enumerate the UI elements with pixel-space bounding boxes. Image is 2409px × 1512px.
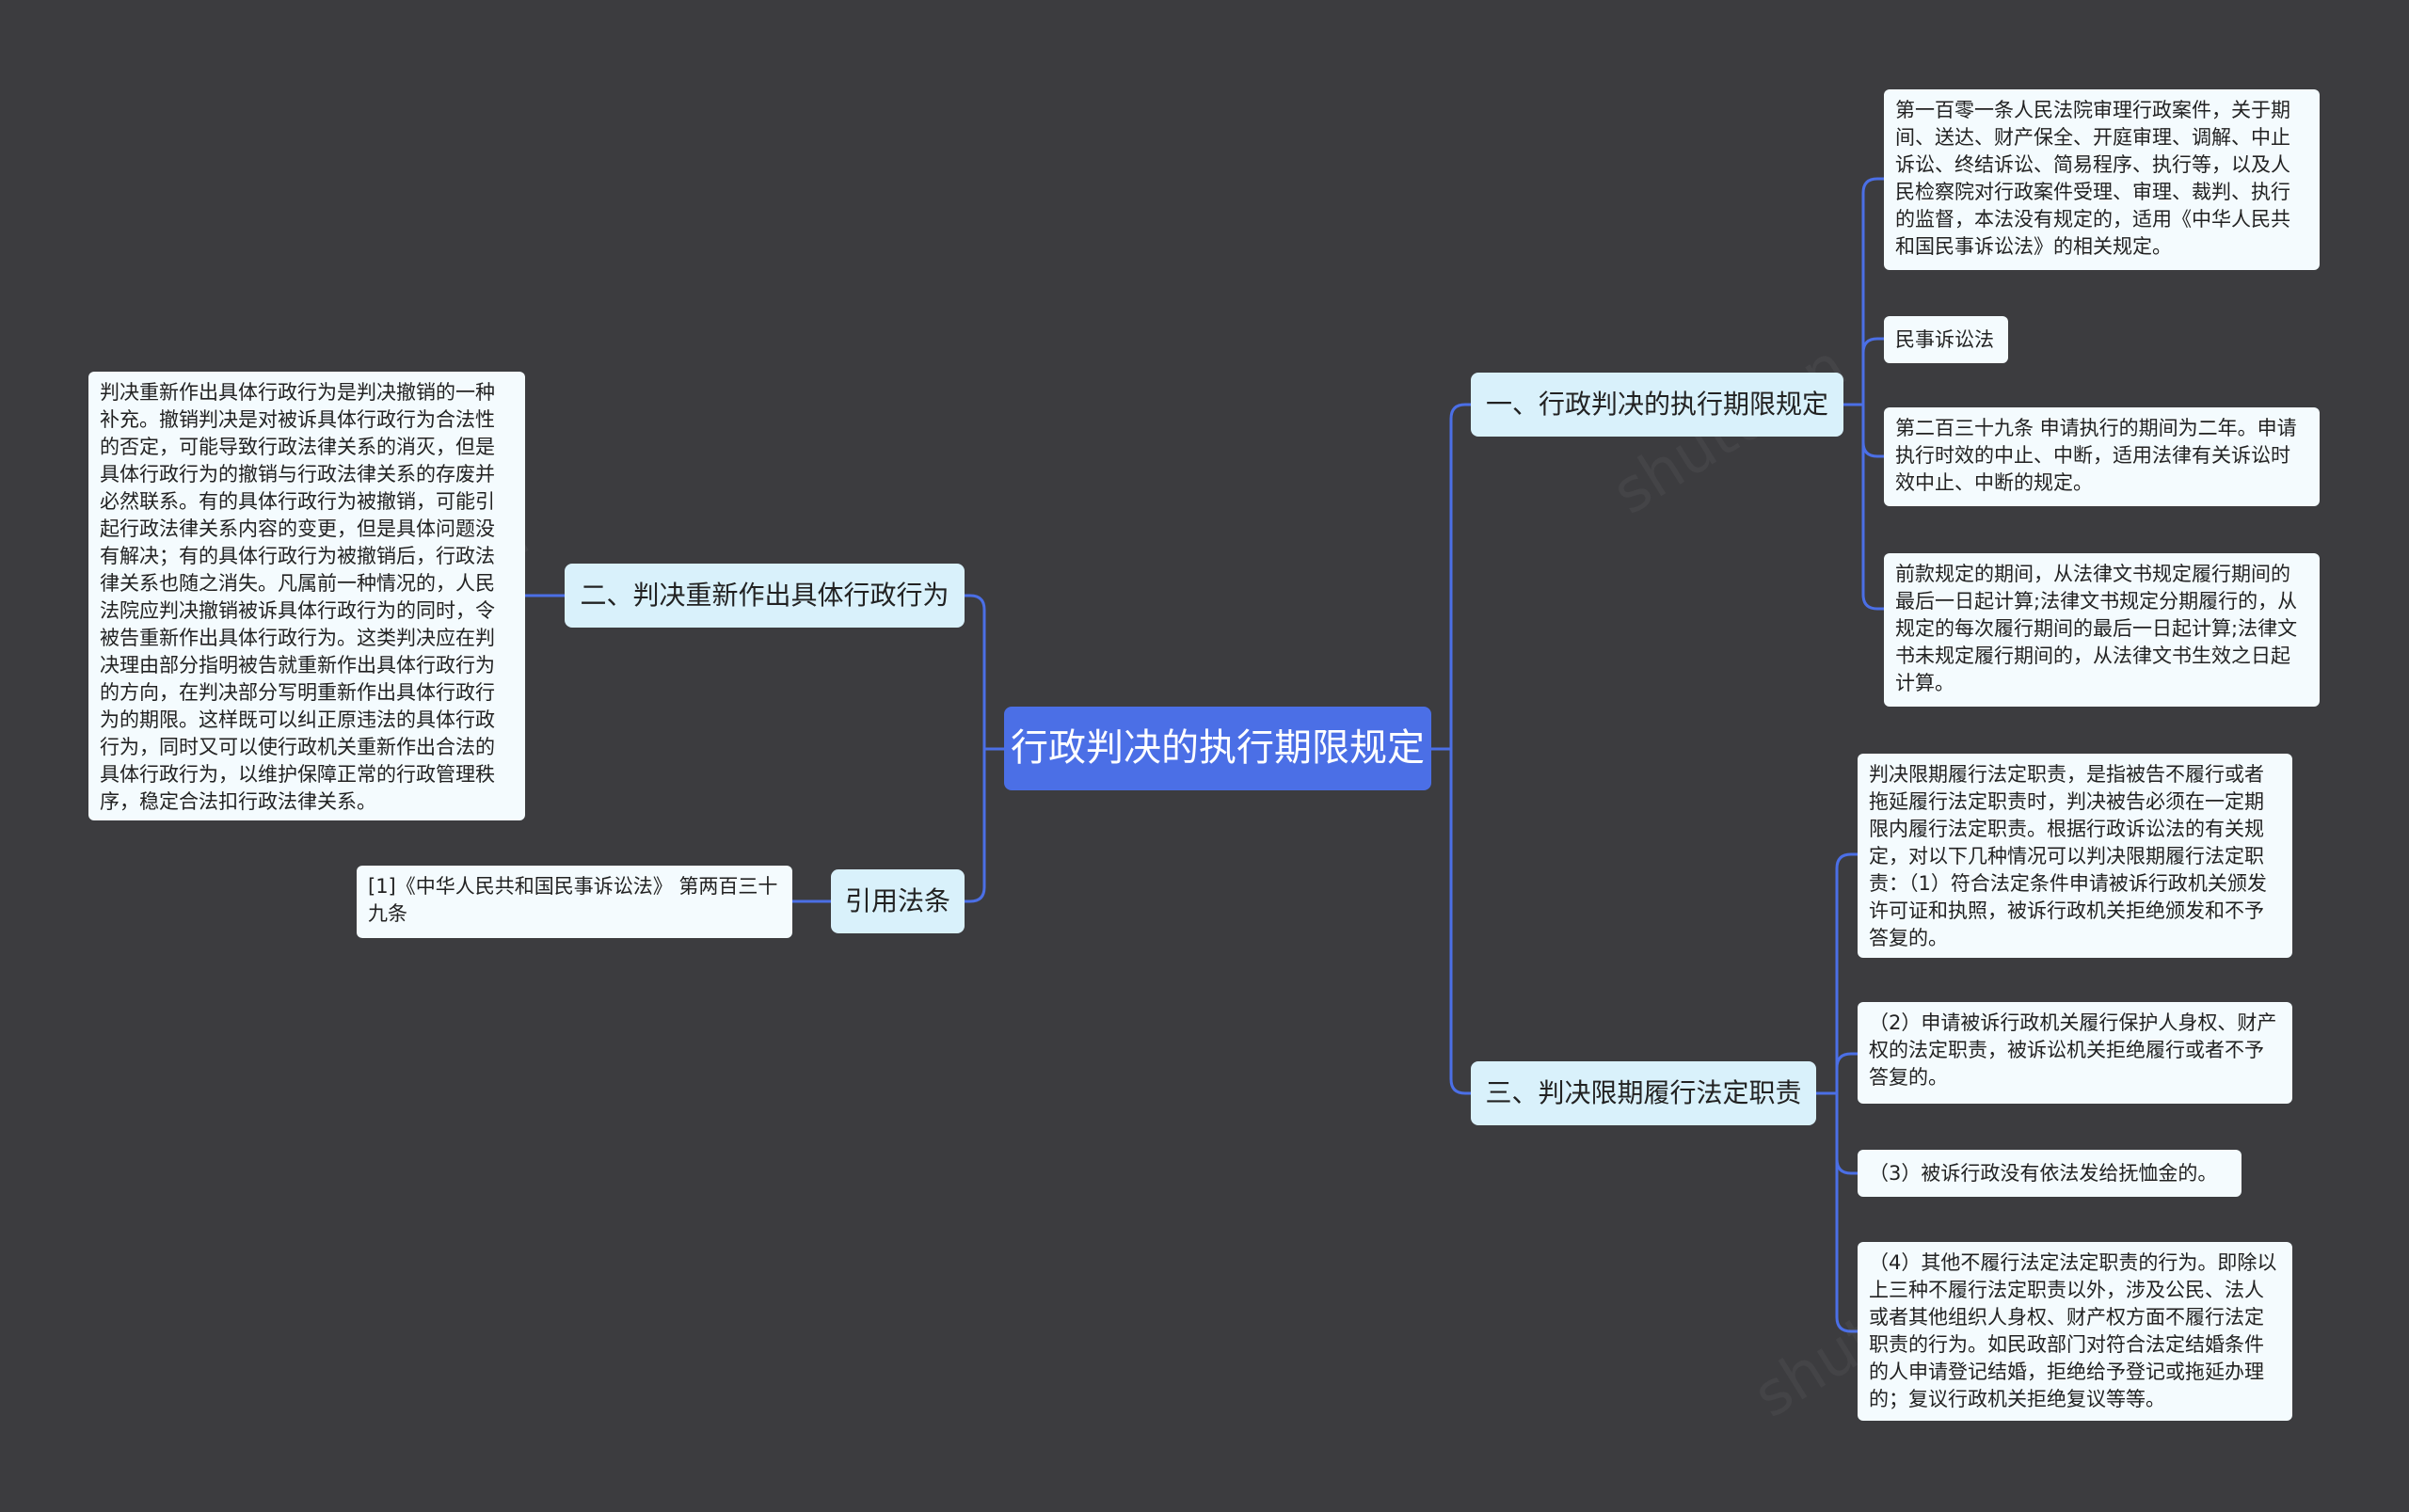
leaf-period-calculation[interactable]: 前款规定的期间，从法律文书规定履行期间的最后一日起计算;法律文书规定分期履行的，… bbox=[1884, 553, 2320, 707]
leaf-citation[interactable]: [1]《中华人民共和国民事诉讼法》 第两百三十九条 bbox=[357, 866, 792, 938]
link-root-b1 bbox=[1431, 403, 1471, 751]
root-topic-label: 行政判决的执行期限规定 bbox=[1011, 726, 1425, 770]
leaf-text: 民事诉讼法 bbox=[1895, 328, 1994, 351]
leaf-redo-explanation[interactable]: 判决重新作出具体行政行为是判决撤销的一种补充。撤销判决是对被诉具体行政行为合法性… bbox=[88, 372, 525, 820]
leaf-text: （4）其他不履行法定法定职责的行为。即除以上三种不履行法定职责以外，涉及公民、法… bbox=[1869, 1251, 2277, 1410]
branch-label: 三、判决限期履行法定职责 bbox=[1485, 1077, 1802, 1108]
leaf-duty-item-3[interactable]: （3）被诉行政没有依法发给抚恤金的。 bbox=[1858, 1150, 2241, 1197]
leaf-text: 判决限期履行法定职责，是指被告不履行或者拖延履行法定职责时，判决被告必须在一定期… bbox=[1869, 763, 2267, 949]
root-topic[interactable]: 行政判决的执行期限规定 bbox=[1004, 707, 1431, 790]
link-root-b3 bbox=[1449, 749, 1471, 1095]
branch-redo-action[interactable]: 二、判决重新作出具体行政行为 bbox=[565, 564, 965, 628]
leaf-text: 第二百三十九条 申请执行的期间为二年。申请执行时效的中止、中断，适用法律有关诉讼… bbox=[1895, 417, 2297, 494]
leaf-article-101[interactable]: 第一百零一条人民法院审理行政案件，关于期间、送达、财产保全、开庭审理、调解、中止… bbox=[1884, 89, 2320, 270]
branch-fulfill-duty[interactable]: 三、判决限期履行法定职责 bbox=[1471, 1061, 1816, 1125]
leaf-duty-item-4[interactable]: （4）其他不履行法定法定职责的行为。即除以上三种不履行法定职责以外，涉及公民、法… bbox=[1858, 1242, 2292, 1421]
leaf-text: （3）被诉行政没有依法发给抚恤金的。 bbox=[1869, 1162, 2218, 1185]
link-b1-leaves bbox=[1843, 177, 1884, 611]
leaf-civil-procedure-law[interactable]: 民事诉讼法 bbox=[1884, 316, 2008, 363]
branch-execution-period[interactable]: 一、行政判决的执行期限规定 bbox=[1471, 373, 1843, 437]
branch-label: 一、行政判决的执行期限规定 bbox=[1485, 389, 1828, 420]
branch-label: 引用法条 bbox=[844, 885, 950, 916]
leaf-text: （2）申请被诉行政机关履行保护人身权、财产权的法定职责，被诉讼机关拒绝履行或者不… bbox=[1869, 1011, 2277, 1089]
link-root-b4 bbox=[965, 749, 986, 903]
leaf-text: 判决重新作出具体行政行为是判决撤销的一种补充。撤销判决是对被诉具体行政行为合法性… bbox=[100, 381, 495, 813]
leaf-duty-item-2[interactable]: （2）申请被诉行政机关履行保护人身权、财产权的法定职责，被诉讼机关拒绝履行或者不… bbox=[1858, 1002, 2292, 1104]
leaf-text: 前款规定的期间，从法律文书规定履行期间的最后一日起计算;法律文书规定分期履行的，… bbox=[1895, 563, 2298, 694]
leaf-text: 第一百零一条人民法院审理行政案件，关于期间、送达、财产保全、开庭审理、调解、中止… bbox=[1895, 99, 2290, 258]
leaf-duty-definition[interactable]: 判决限期履行法定职责，是指被告不履行或者拖延履行法定职责时，判决被告必须在一定期… bbox=[1858, 754, 2292, 958]
leaf-article-239[interactable]: 第二百三十九条 申请执行的期间为二年。申请执行时效的中止、中断，适用法律有关诉讼… bbox=[1884, 407, 2320, 506]
branch-label: 二、判决重新作出具体行政行为 bbox=[580, 580, 949, 611]
link-root-b2 bbox=[965, 594, 1004, 751]
branch-cited-law[interactable]: 引用法条 bbox=[831, 869, 965, 933]
link-b3-leaves bbox=[1816, 852, 1858, 1333]
leaf-text: [1]《中华人民共和国民事诉讼法》 第两百三十九条 bbox=[368, 875, 778, 925]
